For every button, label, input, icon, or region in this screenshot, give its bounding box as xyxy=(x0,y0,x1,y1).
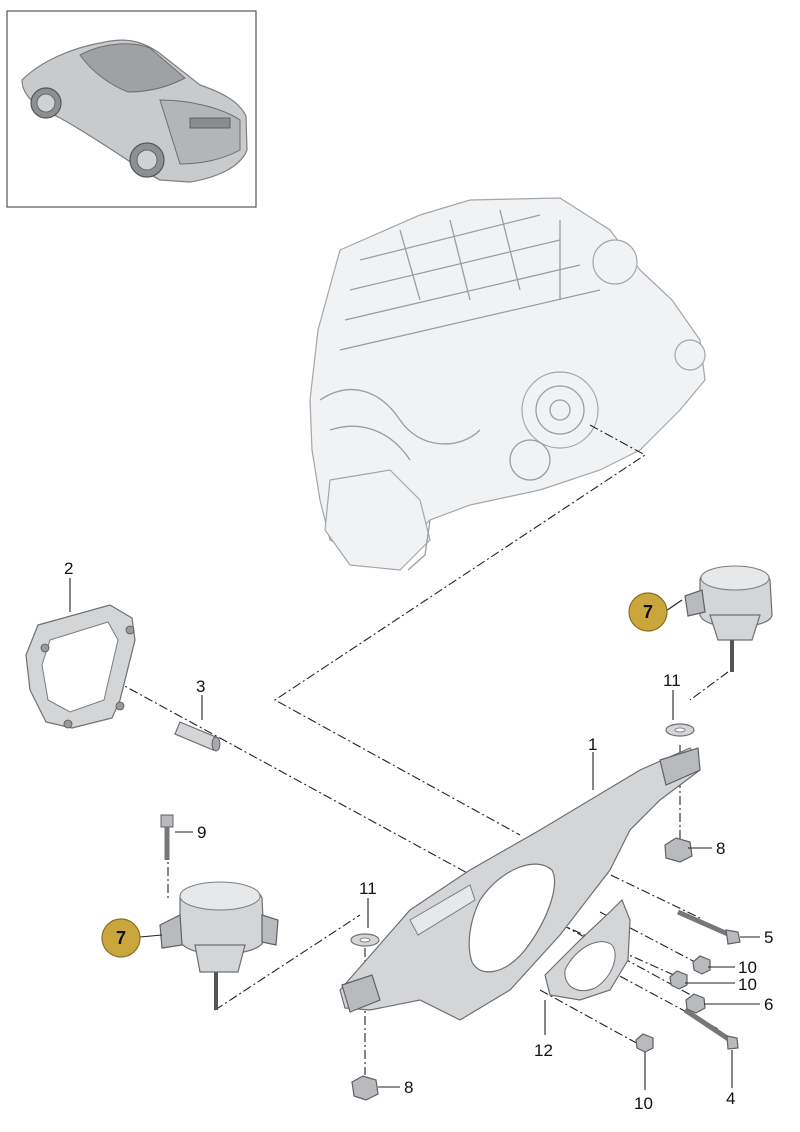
engine-illustration-icon xyxy=(309,197,706,571)
part-12-heat-shield[interactable] xyxy=(544,898,631,1001)
part-2-bracket-plate[interactable] xyxy=(25,604,136,729)
part-7-engine-mount-right[interactable] xyxy=(684,565,773,672)
callout-3: 3 xyxy=(196,677,205,696)
part-8-nut-left[interactable] xyxy=(351,1075,379,1101)
callout-1: 1 xyxy=(588,735,597,754)
badge-7-left-label: 7 xyxy=(116,928,126,948)
callout-10-b: 10 xyxy=(738,975,757,994)
callout-labels: 1 2 3 4 5 6 8 8 9 10 10 10 11 11 12 xyxy=(64,559,773,1113)
callout-11-right: 11 xyxy=(663,671,681,690)
part-8-nut-right[interactable] xyxy=(664,837,693,863)
part-7-engine-mount-left[interactable] xyxy=(159,881,279,1010)
callout-8-left: 8 xyxy=(404,1078,413,1097)
badge-7-left[interactable]: 7 xyxy=(101,918,141,958)
car-thumbnail[interactable] xyxy=(6,10,257,208)
badge-7-right[interactable]: 7 xyxy=(628,592,668,632)
callout-9: 9 xyxy=(197,823,206,842)
part-5-bolt[interactable] xyxy=(676,909,741,945)
callout-6: 6 xyxy=(764,995,773,1014)
callout-12: 12 xyxy=(534,1041,553,1060)
part-10-screw-c[interactable] xyxy=(635,1033,654,1053)
callout-10-c: 10 xyxy=(634,1094,653,1113)
callout-5: 5 xyxy=(764,928,773,947)
leader-lines xyxy=(69,578,760,1090)
callout-8-right: 8 xyxy=(716,839,725,858)
part-4-bolt[interactable] xyxy=(683,1007,739,1050)
part-6-nut[interactable] xyxy=(685,993,706,1014)
part-11-washer-right[interactable] xyxy=(665,723,695,737)
callout-2: 2 xyxy=(64,559,73,578)
part-10-screw-a[interactable] xyxy=(692,955,711,975)
sports-car-thumbnail-icon xyxy=(21,39,248,183)
badge-7-right-label: 7 xyxy=(643,602,653,622)
callout-4: 4 xyxy=(726,1089,735,1108)
callout-11-left: 11 xyxy=(359,879,377,898)
part-3-sleeve[interactable] xyxy=(174,721,221,752)
part-11-washer-left[interactable] xyxy=(350,933,380,947)
part-9-bolt[interactable] xyxy=(160,814,174,860)
part-1-crossmember[interactable] xyxy=(339,747,701,1021)
callout-10-a: 10 xyxy=(738,958,757,977)
part-10-screw-b[interactable] xyxy=(669,970,688,990)
